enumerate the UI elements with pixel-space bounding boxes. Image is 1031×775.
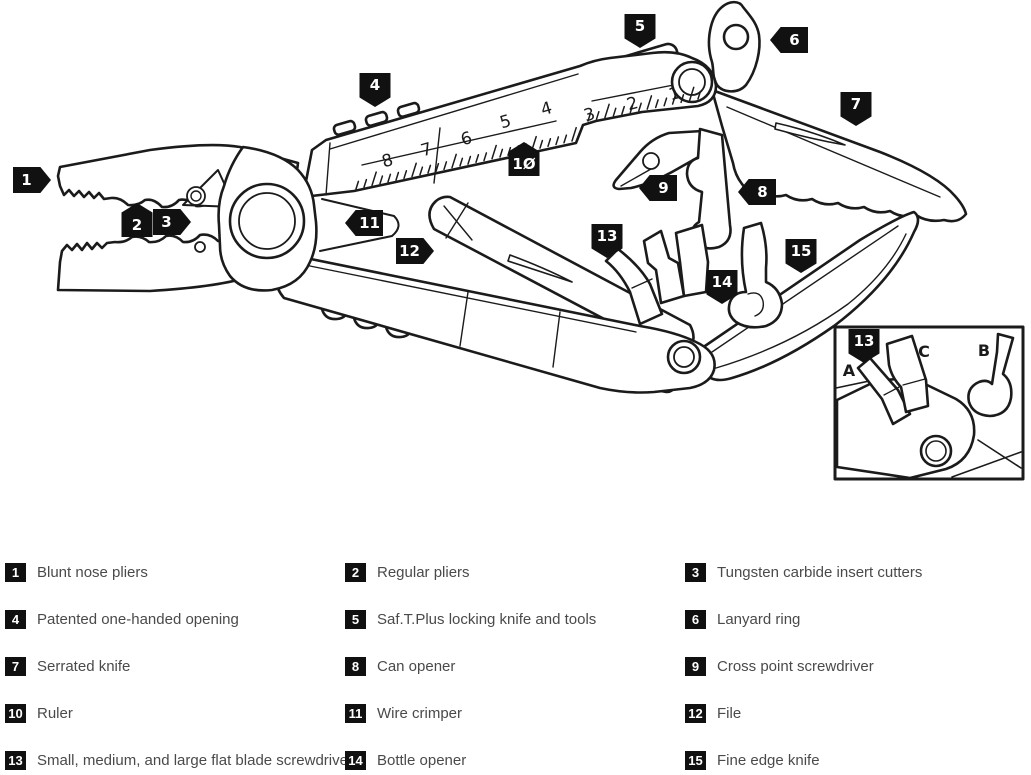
legend-item-label: Cross point screwdriver (717, 658, 874, 675)
ruler-number-4: 4 (539, 98, 555, 120)
lanyard-ring (707, 0, 761, 93)
ruler-number-2: 2 (625, 93, 641, 115)
ruler-number-8: 8 (380, 150, 396, 172)
legend-item: 9 Cross point screwdriver (680, 657, 1031, 677)
legend-item: 2 Regular pliers (340, 563, 680, 583)
legend-item-label: Can opener (377, 658, 456, 675)
inset-labels: A C B (843, 341, 990, 380)
bottle-opener (727, 221, 784, 329)
legend-number-badge: 3 (685, 563, 706, 582)
legend-item-label: Blunt nose pliers (37, 564, 148, 581)
pivot-boss (217, 145, 318, 292)
ruler-number-6: 6 (459, 128, 475, 150)
ruler-numbers: 8 7 6 5 4 3 2 1 (380, 83, 683, 172)
legend-item-label: Lanyard ring (717, 611, 801, 628)
legend-item: 14 Bottle opener (340, 751, 680, 771)
legend-number-badge: 1 (5, 563, 26, 582)
legend-number-badge: 12 (685, 704, 706, 723)
legend-item-label: File (717, 705, 742, 722)
legend-item: 12 File (680, 704, 1031, 724)
legend-item-label: Tungsten carbide insert cutters (717, 564, 923, 581)
legend-number-badge: 9 (685, 657, 706, 676)
multitool-line-drawing: 8 7 6 5 4 3 2 1 (56, 0, 1025, 481)
legend-item: 3 Tungsten carbide insert cutters (680, 563, 1031, 583)
legend-item: 1 Blunt nose pliers (0, 563, 340, 583)
legend-number-badge: 10 (5, 704, 26, 723)
legend-number-badge: 4 (5, 610, 26, 629)
legend-item-label: Bottle opener (377, 752, 467, 769)
inset-label-C: C (918, 342, 930, 361)
legend-item-label: Patented one-handed opening (37, 611, 239, 628)
legend-item: 4 Patented one-handed opening (0, 610, 340, 630)
legend-number-badge: 7 (5, 657, 26, 676)
ruler-number-3: 3 (582, 104, 598, 126)
inset-label-B: B (978, 341, 990, 360)
legend: 1 Blunt nose pliers 2 Regular pliers 3 T… (0, 556, 1031, 771)
ruler-number-5: 5 (498, 111, 514, 133)
legend-item: 5 Saf.T.Plus locking knife and tools (340, 610, 680, 630)
inset-tool-b (967, 332, 1015, 418)
file (428, 195, 695, 359)
inset-label-A: A (843, 361, 856, 380)
legend-item-label: Wire crimper (377, 705, 462, 722)
legend-item-label: Saf.T.Plus locking knife and tools (377, 611, 597, 628)
legend-item-label: Regular pliers (377, 564, 470, 581)
legend-item: 10 Ruler (0, 704, 340, 724)
legend-number-badge: 13 (5, 751, 26, 770)
legend-number-badge: 2 (345, 563, 366, 582)
legend-item: 6 Lanyard ring (680, 610, 1031, 630)
legend-item-label: Ruler (37, 705, 73, 722)
detail-inset-box: A C B (833, 325, 1025, 481)
ruler-number-7: 7 (419, 139, 435, 161)
legend-number-badge: 11 (345, 704, 366, 723)
legend-item: 8 Can opener (340, 657, 680, 677)
legend-item-label: Fine edge knife (717, 752, 820, 769)
legend-item-label: Small, medium, and large flat blade scre… (37, 752, 353, 769)
legend-item: 13 Small, medium, and large flat blade s… (0, 751, 353, 771)
ruler-number-1: 1 (667, 83, 683, 105)
flat-screwdrivers (604, 223, 710, 326)
inset-tool-c (885, 334, 930, 414)
legend-item: 15 Fine edge knife (680, 751, 1031, 771)
legend-number-badge: 8 (345, 657, 366, 676)
legend-number-badge: 5 (345, 610, 366, 629)
legend-number-badge: 15 (685, 751, 706, 770)
legend-number-badge: 6 (685, 610, 706, 629)
upper-handle (301, 50, 718, 199)
legend-item: 11 Wire crimper (340, 704, 680, 724)
legend-number-badge: 14 (345, 751, 366, 770)
legend-item: 7 Serrated knife (0, 657, 340, 677)
legend-item-label: Serrated knife (37, 658, 131, 675)
